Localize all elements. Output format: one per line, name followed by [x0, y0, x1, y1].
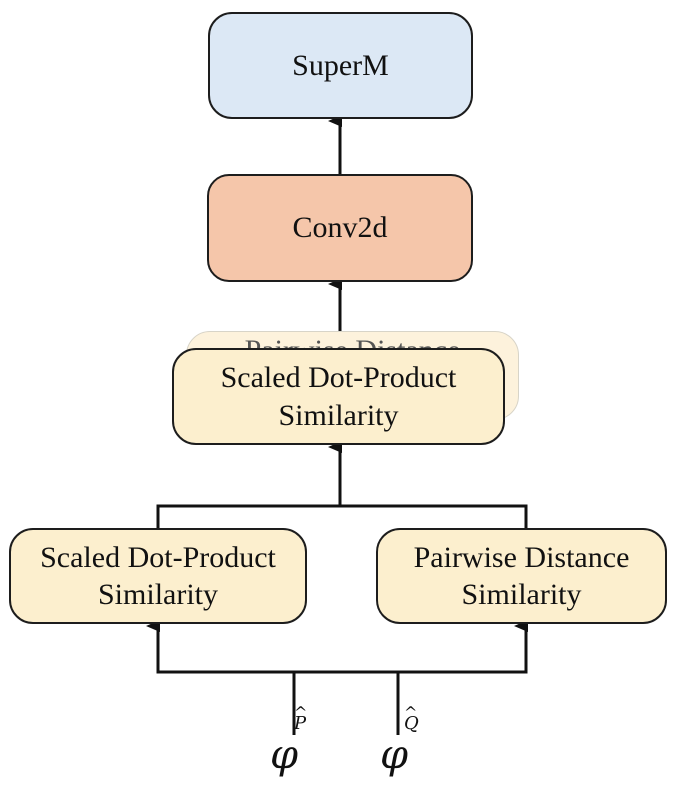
conv2d-label: Conv2d [292, 211, 388, 245]
phi-p-hat: ^ [294, 703, 308, 722]
stack-front-line2: Similarity [278, 398, 399, 432]
superm-block: SuperM [208, 12, 473, 119]
similarity-stack-front-card: Scaled Dot-Product Similarity [172, 348, 505, 445]
phi-q-symbol: φ [380, 732, 409, 778]
left-block-line2: Similarity [98, 578, 218, 611]
input-bracket [156, 626, 528, 674]
phi-p-symbol: φ [270, 732, 299, 778]
superm-label: SuperM [292, 48, 389, 82]
left-block-line1: Scaled Dot-Product [40, 540, 276, 574]
merge-bracket [156, 504, 528, 528]
stack-front-line1: Scaled Dot-Product [220, 361, 457, 394]
phi-p-input: φ ^ P [270, 705, 307, 778]
scaled-dot-product-block: Scaled Dot-Product Similarity [9, 528, 307, 624]
phi-q-letter: Q [404, 713, 419, 734]
phi-p-letter: P [294, 713, 307, 734]
phi-p-superscript: ^ P [294, 705, 307, 734]
phi-q-superscript: ^ Q [404, 705, 419, 734]
phi-q-hat: ^ [404, 703, 418, 722]
right-block-line2: Similarity [461, 578, 582, 611]
pairwise-distance-block: Pairwise Distance Similarity [376, 528, 667, 624]
right-block-line1: Pairwise Distance [413, 540, 630, 574]
phi-q-input: φ ^ Q [380, 705, 419, 778]
conv2d-block: Conv2d [207, 174, 473, 282]
